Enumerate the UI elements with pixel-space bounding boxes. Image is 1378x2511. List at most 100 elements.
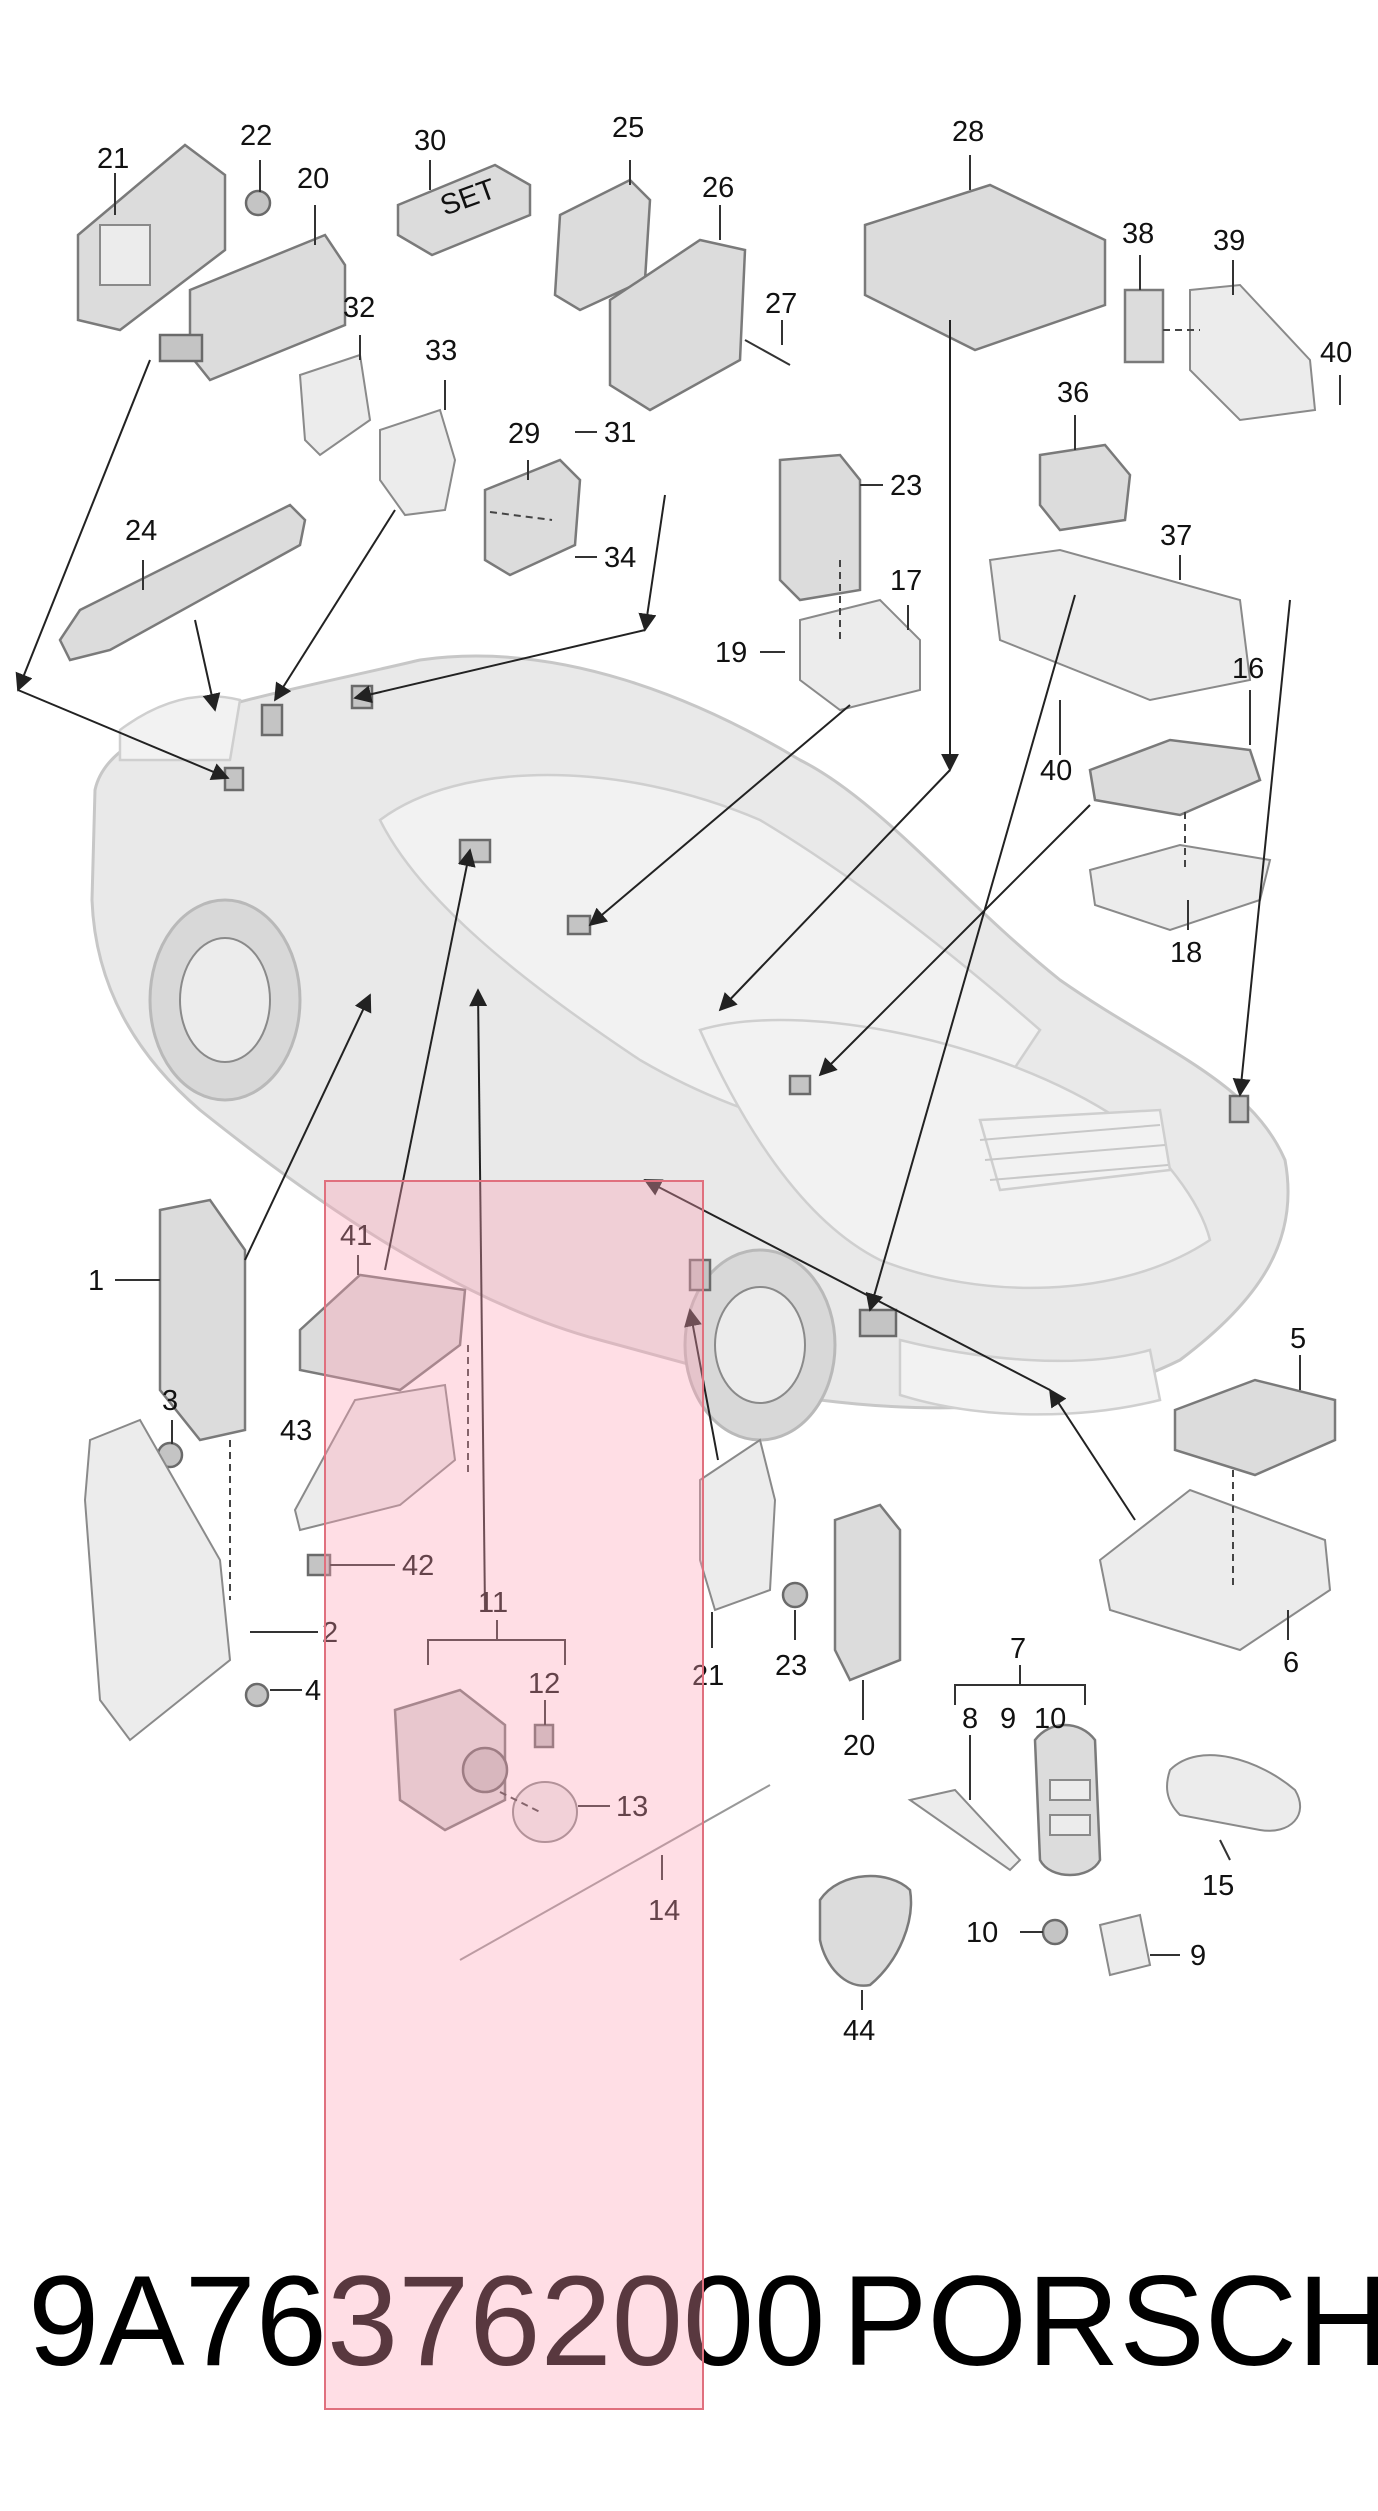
part-36-sensor (1038, 443, 1132, 532)
callout-16: 16 (1232, 653, 1264, 685)
part-21-bracket-lower (699, 1438, 777, 1612)
callout-26: 26 (702, 172, 734, 204)
callout-34: 34 (604, 542, 636, 574)
part-17-bracket (799, 598, 921, 712)
mount-point-icon (566, 914, 592, 936)
part-28-control-unit (863, 183, 1107, 352)
callout-25: 25 (612, 112, 644, 144)
part-6-bracket (1098, 1488, 1332, 1652)
callout-44: 44 (843, 2015, 875, 2047)
part-38-module (1123, 288, 1165, 364)
callout-13: 13 (616, 1791, 648, 1823)
callout-31: 31 (604, 417, 636, 449)
callout-15: 15 (1202, 1870, 1234, 1902)
part-16-unit (1088, 738, 1262, 817)
car-illustration (90, 654, 1290, 1442)
callout-42: 42 (402, 1550, 434, 1582)
callout-10-lower: 10 (966, 1917, 998, 1949)
callout-36: 36 (1057, 377, 1089, 409)
callout-5: 5 (1290, 1323, 1306, 1355)
part-2-bracket (83, 1418, 232, 1742)
callout-14: 14 (648, 1895, 680, 1927)
callout-20-lower: 20 (843, 1730, 875, 1762)
part-44-key-tag (818, 1874, 913, 1987)
part-41-module (298, 1273, 467, 1392)
part-4-nut (244, 1682, 270, 1708)
part-37-bracket (988, 548, 1252, 702)
part-14-cable (459, 1784, 771, 1961)
part-1-module (158, 1198, 247, 1442)
callout-29: 29 (508, 418, 540, 450)
callout-23-lower: 23 (775, 1650, 807, 1682)
part-13-ring (512, 1781, 578, 1843)
mount-point-icon (688, 1258, 712, 1292)
dashed-assembly-lines (229, 329, 1234, 1813)
part-32-ring (298, 353, 372, 457)
part-9-cover (1098, 1913, 1152, 1977)
callout-40-mid: 40 (1040, 755, 1072, 787)
part-7-key-fob (1033, 1723, 1102, 1877)
part-23-nut (781, 1581, 809, 1609)
callout-21: 21 (97, 143, 129, 175)
callout-27: 27 (765, 288, 797, 320)
callout-30: 30 (414, 125, 446, 157)
callout-41: 41 (340, 1220, 372, 1252)
part-39-bracket (1189, 283, 1317, 422)
part-23-module-upper (778, 453, 862, 602)
mount-point-icon (260, 703, 284, 737)
callout-18: 18 (1170, 937, 1202, 969)
callout-22: 22 (240, 120, 272, 152)
part-43-bracket (293, 1383, 457, 1532)
callout-8: 8 (962, 1703, 978, 1735)
callout-labels: 21 22 20 30 25 26 27 28 32 33 29 31 34 2… (88, 112, 1352, 2047)
callout-9-upper: 9 (1000, 1703, 1016, 1735)
callout-40-upper: 40 (1320, 337, 1352, 369)
callout-7: 7 (1010, 1633, 1026, 1665)
callout-12: 12 (528, 1668, 560, 1700)
callout-11: 11 (478, 1587, 508, 1619)
part-18-bracket (1088, 843, 1272, 932)
part-5-module (1173, 1378, 1337, 1477)
part-20-module-lower (833, 1503, 902, 1682)
callout-38: 38 (1122, 218, 1154, 250)
callout-1: 1 (88, 1265, 104, 1297)
callout-3: 3 (162, 1385, 178, 1417)
callout-9-lower: 9 (1190, 1940, 1206, 1972)
part-33-bracket (379, 408, 457, 517)
part-24-antenna (58, 503, 307, 662)
callout-24: 24 (125, 515, 157, 547)
callout-43: 43 (280, 1415, 312, 1447)
part-22-nut (244, 189, 272, 217)
footer-part-number: 9A763762000 (28, 2250, 825, 2393)
mount-point-icon (788, 1074, 812, 1096)
part-10-screw (1041, 1918, 1069, 1946)
mount-point-icon (1228, 1094, 1250, 1124)
part-26-housing (608, 238, 747, 412)
footer-brand: PORSCHE (842, 2250, 1378, 2393)
leader-lines (114, 155, 1341, 2010)
part-11-ignition-lock (393, 1688, 509, 1832)
part-15-remote (1166, 1754, 1301, 1832)
callout-32: 32 (343, 292, 375, 324)
connector-arrows (15, 320, 1291, 1611)
callout-33: 33 (425, 335, 457, 367)
part-30-set-box: SET (396, 163, 532, 257)
mount-point-icon (223, 766, 245, 792)
callout-20: 20 (297, 163, 329, 195)
callout-6: 6 (1283, 1647, 1299, 1679)
part-20-module (158, 233, 347, 382)
callout-10-upper: 10 (1034, 1703, 1066, 1735)
callout-17: 17 (890, 565, 922, 597)
part-27-screw (744, 339, 791, 366)
part-21-bracket (76, 143, 227, 332)
part-8-key-blade (907, 1788, 1022, 1872)
mount-point-icon (858, 1308, 898, 1338)
highlight-overlay (324, 1180, 704, 2410)
callout-2: 2 (322, 1617, 338, 1649)
callout-21-lower: 21 (692, 1660, 724, 1692)
callout-37: 37 (1160, 520, 1192, 552)
mount-point-icon (458, 838, 492, 864)
callout-39: 39 (1213, 225, 1245, 257)
callout-23-upper: 23 (890, 470, 922, 502)
